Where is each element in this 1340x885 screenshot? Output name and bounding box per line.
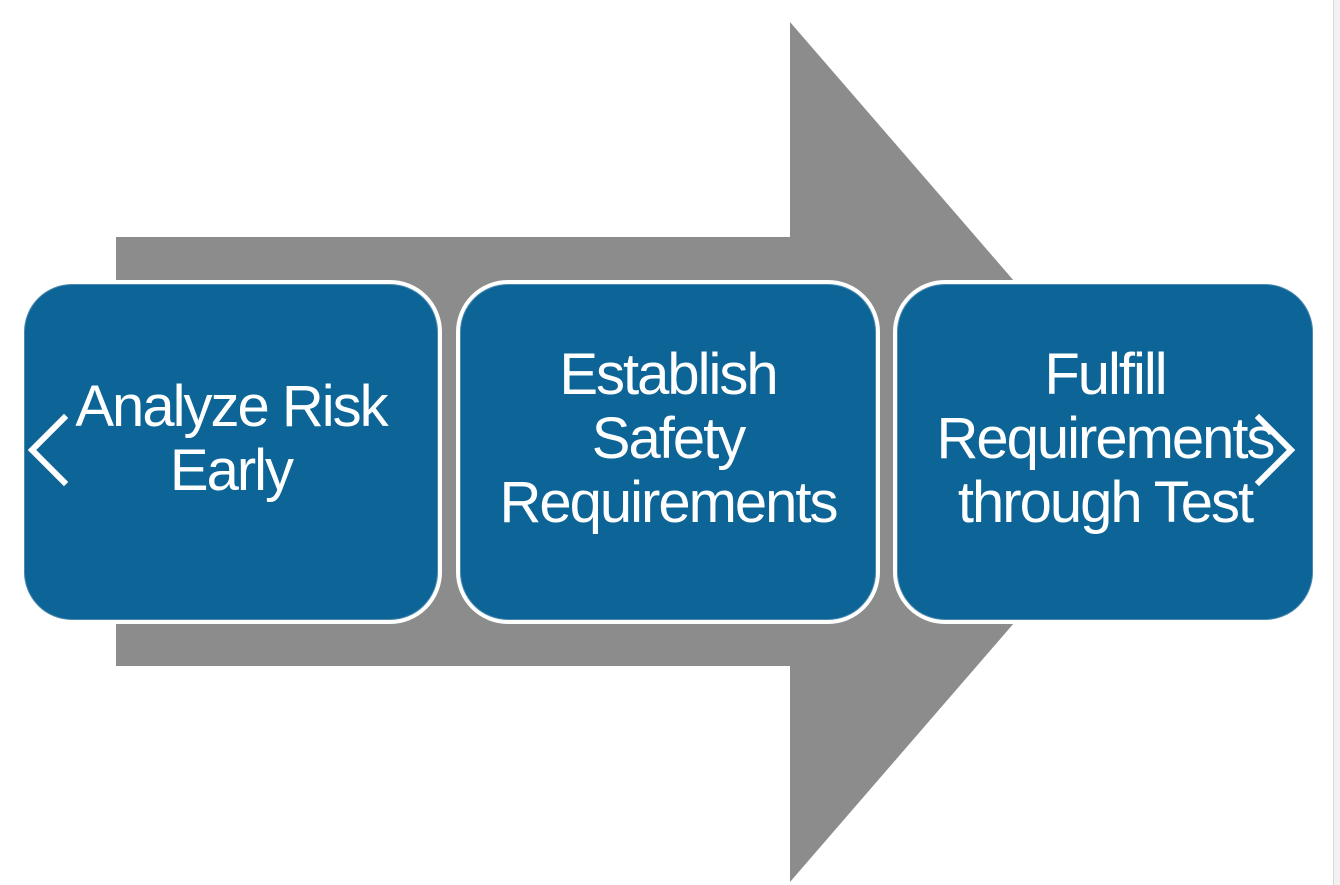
step-label: Establish Safety Requirements xyxy=(499,342,838,535)
step-analyze-risk: Analyze Risk Early xyxy=(20,280,442,624)
chevron-left-icon xyxy=(27,413,69,487)
frame-edge xyxy=(1333,0,1340,885)
step-label: Analyze Risk Early xyxy=(75,374,388,503)
step-label: Fulfill Requirements through Test xyxy=(936,342,1275,535)
step-establish-safety: Establish Safety Requirements xyxy=(456,280,880,624)
previous-slide-button[interactable] xyxy=(20,410,70,490)
next-slide-button[interactable] xyxy=(1253,410,1303,490)
chevron-right-icon xyxy=(1254,413,1296,487)
step-fulfill-requirements: Fulfill Requirements through Test xyxy=(893,280,1317,624)
